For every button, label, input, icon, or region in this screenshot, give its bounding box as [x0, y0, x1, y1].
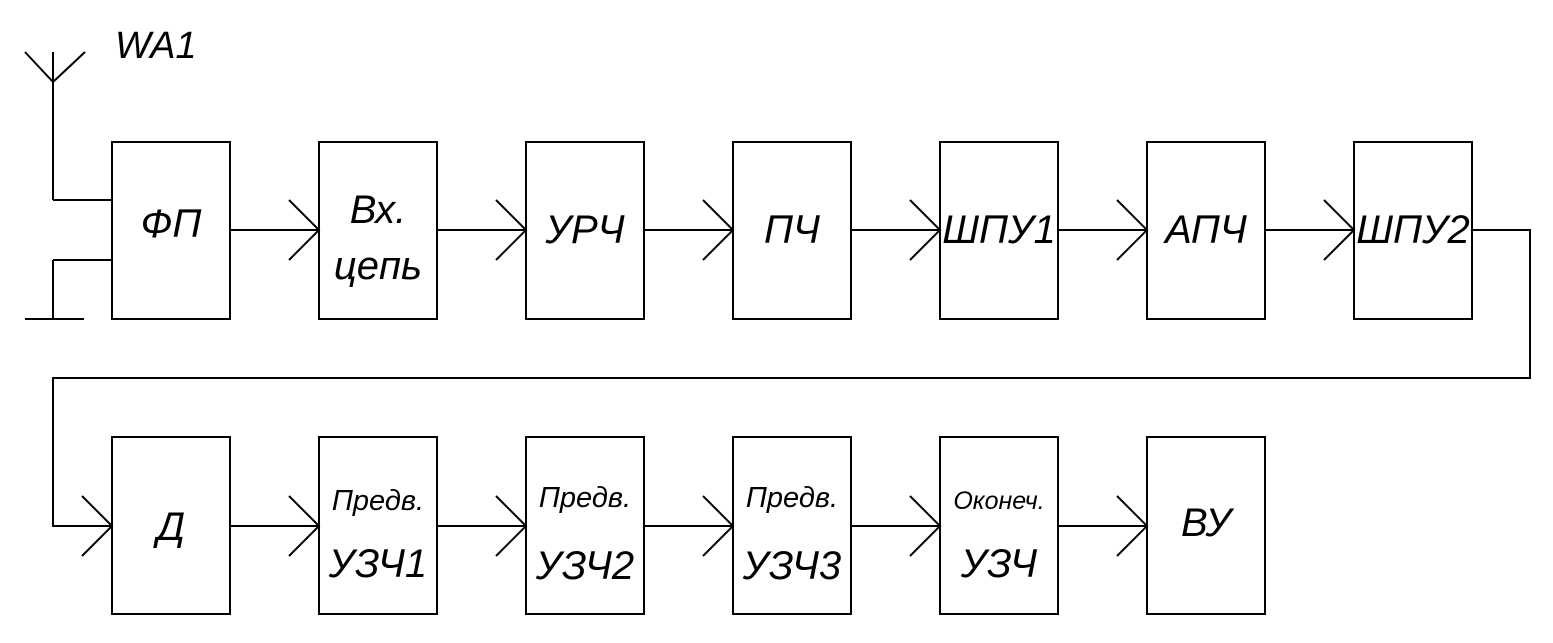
block-uzch1-line2: УЗЧ1 [328, 542, 427, 586]
block-urch-label: УРЧ [544, 208, 624, 252]
block-final-uzch-line2: УЗЧ [960, 542, 1037, 586]
connector-urch-to-pch [644, 199, 735, 261]
block-pch: ПЧ [732, 141, 852, 320]
connector-apch-to-shpu2 [1265, 199, 1356, 261]
block-uzch2-line2: УЗЧ2 [535, 544, 634, 588]
connector-uzch3-to-final [851, 495, 942, 557]
block-final-uzch: Оконеч. УЗЧ [939, 436, 1059, 615]
block-shpu1-label: ШПУ1 [942, 208, 1056, 252]
block-input-circuit-line1: Вх. [350, 188, 406, 232]
block-input-circuit-line2: цепь [334, 244, 422, 288]
block-vu: ВУ [1146, 436, 1266, 615]
connector-input-to-urch [437, 199, 528, 261]
block-final-uzch-line1: Оконеч. [953, 487, 1044, 515]
connector-shpu1-to-apch [1058, 199, 1149, 261]
block-uzch2-line1: Предв. [539, 482, 631, 514]
block-shpu1: ШПУ1 [939, 141, 1059, 320]
block-apch-label: АПЧ [1163, 208, 1247, 252]
block-uzch2: Предв. УЗЧ2 [525, 436, 645, 615]
block-d-label: Д [153, 505, 185, 549]
block-input-circuit: Вх. цепь [318, 141, 438, 320]
block-urch: УРЧ [525, 141, 645, 320]
block-apch: АПЧ [1146, 141, 1266, 320]
connector-uzch2-to-uzch3 [644, 495, 735, 557]
block-uzch3-line2: УЗЧ3 [742, 544, 841, 588]
connector-final-to-vu [1058, 495, 1149, 557]
block-uzch3: Предв. УЗЧ3 [732, 436, 852, 615]
connector-pch-to-shpu1 [851, 199, 942, 261]
block-vu-label: ВУ [1181, 501, 1234, 545]
connector-fp-to-input [230, 199, 321, 261]
block-uzch1: Предв. УЗЧ1 [318, 436, 438, 615]
antenna-symbol [24, 51, 112, 201]
block-d: Д [111, 436, 231, 615]
block-shpu2-label: ШПУ2 [1356, 208, 1470, 252]
block-uzch1-line1: Предв. [332, 485, 424, 517]
ground-symbol [25, 259, 112, 320]
connector-d-to-uzch1 [230, 495, 321, 557]
connector-uzch1-to-uzch2 [437, 495, 528, 557]
block-shpu2: ШПУ2 [1353, 141, 1473, 320]
block-fp-label: ФП [141, 202, 203, 246]
antenna-label: WA1 [115, 25, 197, 67]
block-fp: ФП [111, 141, 231, 320]
block-uzch3-line1: Предв. [746, 482, 838, 514]
block-pch-label: ПЧ [764, 208, 820, 252]
